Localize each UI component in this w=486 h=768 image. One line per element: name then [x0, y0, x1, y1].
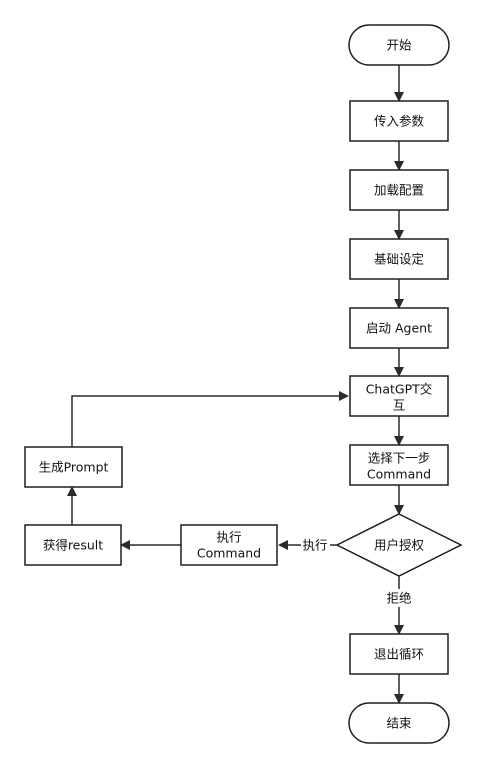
- node-params-shape: [349, 100, 449, 142]
- edge-label-execute-bg: [301, 536, 330, 554]
- edge-label-reject: 拒绝: [386, 591, 411, 606]
- node-exit: 退出循环: [349, 633, 449, 675]
- node-chatgpt-label-line2: 互: [393, 398, 406, 413]
- node-start-shape: [348, 24, 450, 66]
- node-config-label: 加载配置: [374, 183, 424, 198]
- node-auth-label: 用户授权: [374, 538, 425, 553]
- node-next-shape: [349, 444, 449, 486]
- node-agent-label: 启动 Agent: [366, 321, 432, 336]
- node-exec-label-line2: Command: [197, 546, 261, 561]
- node-end-shape: [348, 702, 450, 744]
- node-exec: 执行 Command: [180, 524, 278, 566]
- edge-prompt-to-chatgpt: [71, 391, 349, 447]
- node-auth: 用户授权: [335, 513, 463, 577]
- node-exec-label-line1: 执行: [216, 530, 241, 545]
- node-settings: 基础设定: [349, 238, 449, 280]
- node-config-shape: [349, 169, 449, 211]
- node-params: 传入参数: [349, 100, 449, 142]
- node-agent-shape: [349, 307, 449, 349]
- node-auth-shape: [335, 513, 463, 577]
- node-exit-label: 退出循环: [374, 647, 424, 662]
- node-chatgpt: ChatGPT交 互: [349, 375, 449, 417]
- node-start: 开始: [348, 24, 450, 66]
- node-exit-shape: [349, 633, 449, 675]
- edge-label-reject-bg: [384, 589, 414, 607]
- node-params-label: 传入参数: [374, 114, 425, 129]
- node-end: 结束: [348, 702, 450, 744]
- node-start-label: 开始: [386, 38, 412, 53]
- node-result: 获得result: [24, 524, 122, 566]
- node-chatgpt-shape: [349, 375, 449, 417]
- node-next-label-line2: Command: [367, 467, 431, 482]
- node-prompt: 生成Prompt: [24, 446, 123, 488]
- node-settings-label: 基础设定: [374, 252, 424, 267]
- node-result-label: 获得result: [43, 538, 103, 553]
- node-exec-shape: [180, 524, 278, 566]
- node-chatgpt-label-line1: ChatGPT交: [366, 382, 433, 397]
- node-settings-shape: [349, 238, 449, 280]
- node-prompt-label: 生成Prompt: [39, 460, 109, 475]
- edge-label-execute: 执行: [302, 538, 327, 553]
- node-result-shape: [24, 524, 122, 566]
- edges: 执行 拒绝: [67, 65, 414, 704]
- node-prompt-shape: [24, 446, 123, 488]
- nodes: 开始 传入参数 加载配置 基础设定 启动 Agent ChatGPT交 互 选择…: [24, 24, 463, 744]
- node-next-label-line1: 选择下一步: [368, 451, 431, 466]
- node-end-label: 结束: [386, 716, 412, 731]
- node-config: 加载配置: [349, 169, 449, 211]
- node-next: 选择下一步 Command: [349, 444, 449, 486]
- node-agent: 启动 Agent: [349, 307, 449, 349]
